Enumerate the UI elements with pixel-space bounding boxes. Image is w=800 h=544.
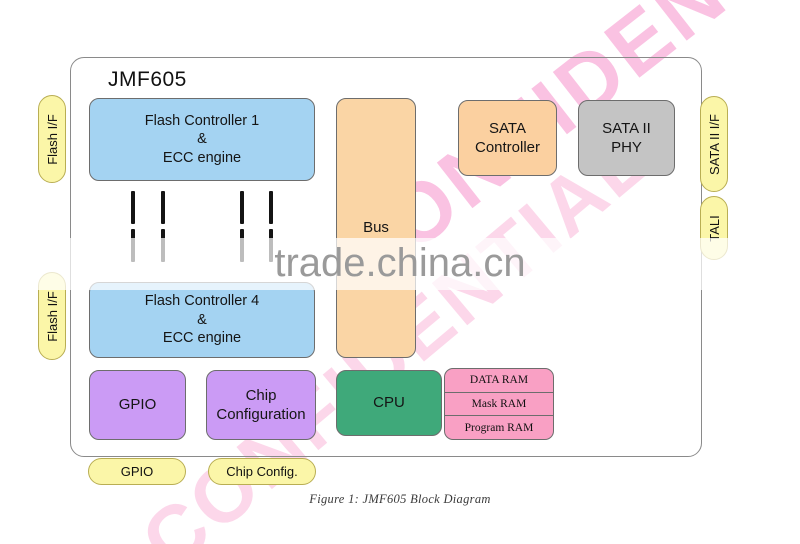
interface-pill-tali[interactable]: TALI (700, 196, 728, 260)
block-flash-controller-1[interactable]: Flash Controller 1 & ECC engine (89, 98, 315, 181)
ellipsis-dash-3b (240, 229, 244, 262)
interface-pill-gpio[interactable]: GPIO (88, 458, 186, 485)
ram-row-mask[interactable]: Mask RAM (445, 393, 553, 417)
ram-row-program[interactable]: Program RAM (464, 421, 534, 434)
ellipsis-dash-1a (131, 191, 135, 224)
ellipsis-dash-3a (240, 191, 244, 224)
block-sata-ii-phy[interactable]: SATA II PHY (578, 100, 675, 176)
ram-row-data[interactable]: DATA RAM (445, 369, 553, 393)
block-flash-controller-1-label: Flash Controller 1 & ECC engine (90, 112, 314, 168)
interface-pill-chip-config[interactable]: Chip Config. (208, 458, 316, 485)
interface-pill-flash-if-top[interactable]: Flash I/F (38, 95, 66, 183)
block-sata-controller-line2: Controller (474, 139, 541, 156)
block-ram-stack[interactable]: DATA RAM Mask RAM Program RAM (444, 368, 554, 440)
interface-pill-gpio-label: GPIO (120, 464, 154, 479)
ellipsis-dash-2b (161, 229, 165, 262)
ellipsis-dash-4b (269, 229, 273, 262)
block-sata-ii-phy-label: SATA II PHY (579, 119, 674, 157)
block-bus[interactable]: Bus (336, 98, 416, 358)
block-gpio-label: GPIO (118, 396, 157, 414)
interface-pill-flash-if-bottom[interactable]: Flash I/F (38, 272, 66, 360)
interface-pill-chip-config-label: Chip Config. (226, 464, 298, 479)
block-sata-ii-phy-line1: SATA II (602, 119, 651, 137)
block-chip-configuration[interactable]: Chip Configuration (206, 370, 316, 440)
block-flash-controller-4[interactable]: Flash Controller 4 & ECC engine (89, 282, 315, 358)
interface-pill-flash-if-top-label: Flash I/F (44, 113, 60, 165)
block-flash-controller-1-line2: & (197, 131, 207, 148)
block-flash-controller-4-line3: ECC engine (162, 330, 242, 347)
block-sata-controller-label: SATA Controller (459, 119, 556, 157)
interface-pill-sata-ii-if-label: SATA II I/F (706, 113, 722, 175)
block-cpu-label: CPU (373, 394, 405, 412)
interface-pill-flash-if-bottom-label: Flash I/F (44, 290, 60, 342)
block-sata-controller-line1: SATA (489, 119, 526, 137)
ellipsis-dash-1b (131, 229, 135, 262)
block-chip-configuration-label: Chip Configuration (207, 386, 315, 424)
block-flash-controller-4-line1: Flash Controller 4 (144, 293, 260, 310)
block-sata-ii-phy-line2: PHY (611, 139, 642, 156)
block-chip-configuration-line2: Configuration (216, 406, 306, 423)
ellipsis-dash-4a (269, 191, 273, 224)
block-sata-controller[interactable]: SATA Controller (458, 100, 557, 176)
block-cpu[interactable]: CPU (336, 370, 442, 436)
ellipsis-dash-2a (161, 191, 165, 224)
block-flash-controller-1-line3: ECC engine (162, 149, 242, 166)
chip-title: JMF605 (108, 68, 187, 91)
interface-pill-sata-ii-if[interactable]: SATA II I/F (700, 96, 728, 192)
block-flash-controller-1-line1: Flash Controller 1 (144, 112, 260, 129)
block-chip-configuration-line1: Chip (245, 386, 277, 404)
block-gpio[interactable]: GPIO (89, 370, 186, 440)
block-flash-controller-4-label: Flash Controller 4 & ECC engine (90, 292, 314, 348)
block-flash-controller-4-line2: & (197, 311, 207, 328)
block-bus-label: Bus (363, 219, 389, 237)
figure-caption: Figure 1: JMF605 Block Diagram (309, 492, 491, 506)
interface-pill-tali-label: TALI (706, 214, 722, 242)
